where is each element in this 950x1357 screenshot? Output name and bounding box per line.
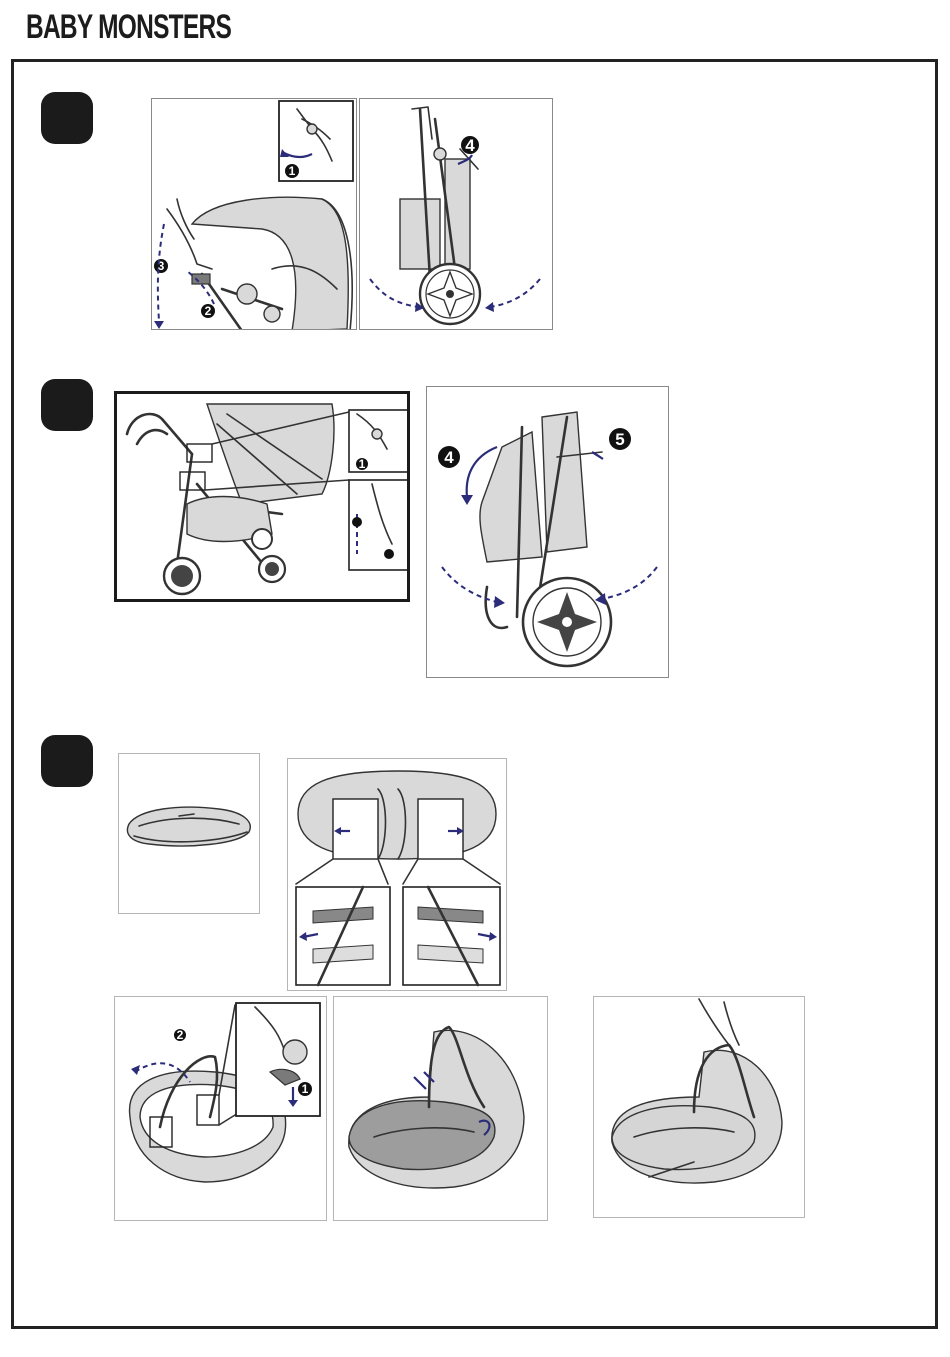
step1-unlock-fold-illustration: 1 2 3 bbox=[151, 98, 357, 330]
step1-folded-stroller-illustration: 4 bbox=[359, 98, 553, 330]
badge-1: 1 bbox=[289, 164, 296, 178]
badge-4: 4 bbox=[444, 448, 454, 467]
step-marker-1 bbox=[41, 92, 93, 144]
badge-2: 2 bbox=[177, 1028, 184, 1042]
brand-title: BABY MONSTERS bbox=[26, 8, 231, 47]
badge-1: 1 bbox=[359, 457, 366, 471]
step3-carrycot-canopy-illustration bbox=[333, 996, 548, 1221]
step2-folded-stroller-illustration: 4 5 bbox=[426, 386, 669, 678]
step3-carrycot-folded-illustration bbox=[118, 753, 260, 914]
badge-2: 2 bbox=[205, 304, 212, 318]
step3-carrycot-handle-illustration: 2 1 bbox=[114, 996, 327, 1221]
step-marker-2 bbox=[41, 379, 93, 431]
badge-5: 5 bbox=[615, 430, 624, 449]
badge-4: 4 bbox=[465, 136, 475, 155]
step2-stroller-illustration: 1 bbox=[114, 391, 410, 602]
step3-carrycot-carry-illustration bbox=[593, 996, 805, 1218]
step-marker-3 bbox=[41, 735, 93, 787]
step3-carrycot-base-detail-illustration bbox=[287, 758, 507, 991]
badge-1: 1 bbox=[302, 1082, 309, 1096]
